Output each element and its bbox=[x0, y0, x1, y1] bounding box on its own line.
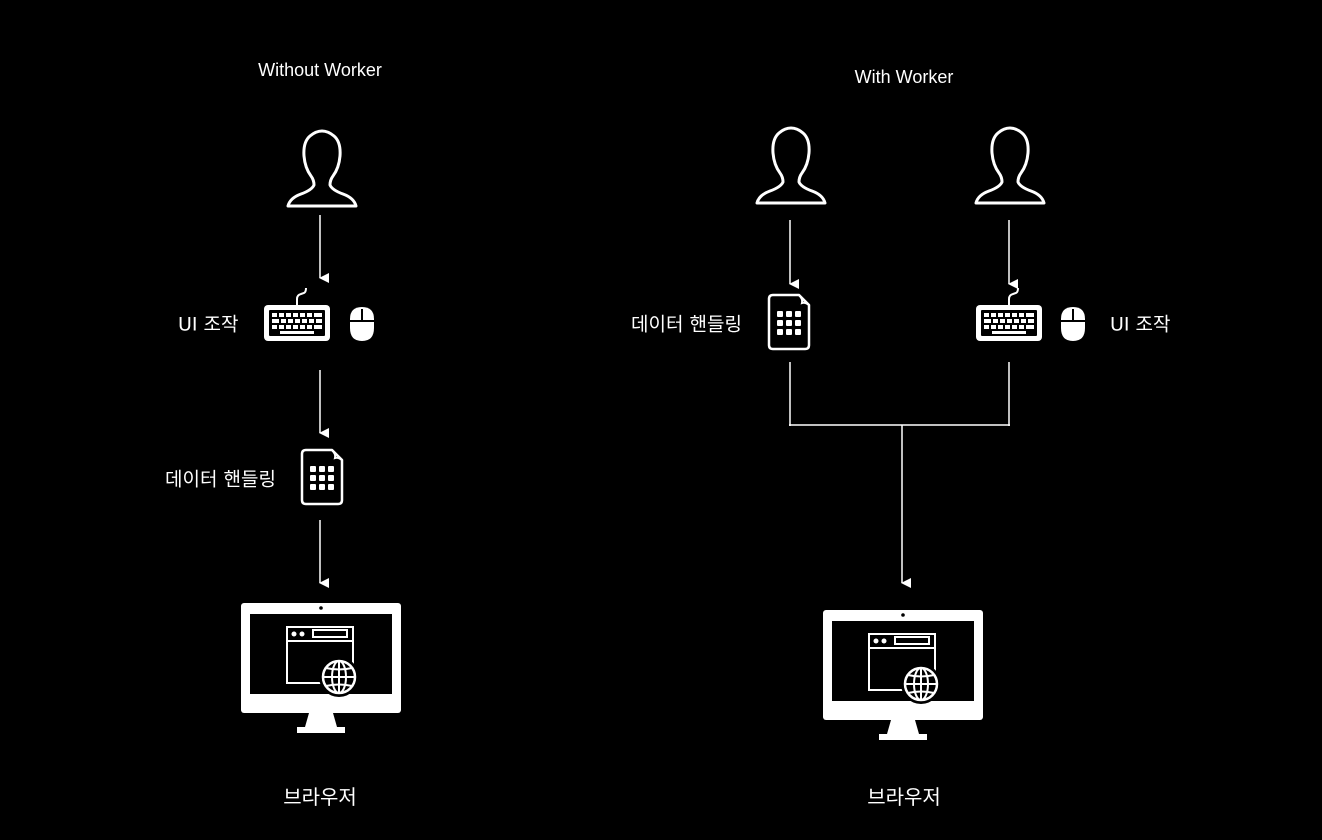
right-data-label: 데이터 핸들링 bbox=[631, 313, 742, 336]
user-icon bbox=[286, 128, 358, 208]
monitor-browser-icon bbox=[241, 603, 401, 733]
keyboard-icon bbox=[264, 287, 330, 341]
monitor-browser-icon bbox=[823, 610, 983, 740]
right-title: With Worker bbox=[854, 67, 954, 87]
left-browser-label: 브라우저 bbox=[283, 785, 357, 809]
data-file-icon bbox=[767, 293, 811, 351]
left-data-label: 데이터 핸들링 bbox=[165, 468, 276, 491]
keyboard-icon bbox=[976, 287, 1042, 341]
right-ui-label: UI 조작 bbox=[1110, 313, 1171, 336]
user-icon bbox=[974, 125, 1046, 205]
mouse-icon bbox=[348, 306, 376, 342]
data-file-icon bbox=[300, 448, 344, 506]
right-browser-label: 브라우저 bbox=[867, 785, 941, 809]
user-icon bbox=[755, 125, 827, 205]
left-title: Without Worker bbox=[258, 60, 382, 80]
mouse-icon bbox=[1059, 306, 1087, 342]
left-ui-label: UI 조작 bbox=[178, 313, 239, 336]
